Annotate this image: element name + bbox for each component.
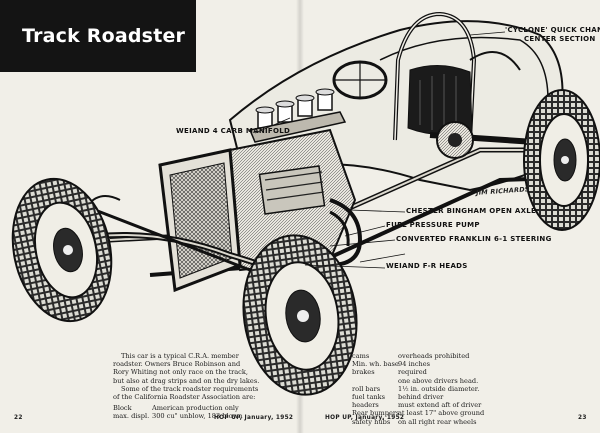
spec-label: brakes bbox=[352, 368, 375, 377]
callout-fuel-pump: FUEL PRESSURE PUMP bbox=[386, 221, 480, 229]
spec-label: headers bbox=[352, 401, 379, 410]
rear-right-wheel bbox=[523, 89, 600, 231]
specs-left-values: American production only 300 cu" unblow,… bbox=[152, 404, 242, 420]
callout-heads: WEIAND F-R HEADS bbox=[386, 262, 468, 270]
spec-value: overheads prohibited bbox=[398, 352, 470, 360]
intro-line: Some of the track roadster requirements bbox=[121, 384, 259, 393]
spec-label: Min. wh. base bbox=[352, 360, 399, 369]
intro-line: This car is a typical C.R.A. member bbox=[121, 352, 239, 360]
right-page-number: 23 bbox=[578, 415, 587, 421]
spec-label: roll bars bbox=[352, 384, 381, 393]
spec-label: Rear bumpers bbox=[352, 409, 400, 418]
callout-cyclone-line2: CENTER SECTION bbox=[524, 35, 596, 43]
spec-label: cams bbox=[352, 352, 370, 360]
spec-value: at least 17" above ground bbox=[398, 409, 485, 418]
intro-line: Rory Whiting not only race on the track, bbox=[113, 368, 248, 377]
spec-value: 300 cu" unblow, 183 blown bbox=[152, 412, 243, 421]
front-right-wheel bbox=[242, 234, 358, 396]
spec-value: required bbox=[398, 368, 427, 377]
specs-middle: cams Min. wh. base brakes roll bars fuel… bbox=[352, 352, 399, 426]
spec-value: 94 inches bbox=[398, 360, 431, 369]
callout-steering: CONVERTED FRANKLIN 6-1 STEERING bbox=[396, 235, 552, 243]
left-credit: HOP UP, January, 1952 bbox=[214, 415, 294, 421]
intro-line: roadster. Owners Bruce Robinson and bbox=[113, 360, 241, 369]
page-title: Track Roadster bbox=[22, 25, 186, 47]
spec-value: on all right rear wheels bbox=[398, 417, 477, 426]
callout-chester-axle: CHESTER BINGHAM OPEN AXLE bbox=[406, 207, 537, 215]
right-credit: HOP UP, January, 1952 bbox=[325, 415, 405, 421]
callout-cyclone-line1: 'CYCLONE' QUICK CHANGE bbox=[505, 26, 600, 34]
intro-line: of the California Roadster Association a… bbox=[113, 393, 256, 402]
carburetors bbox=[248, 88, 347, 143]
front-left-wheel bbox=[11, 177, 113, 323]
intro-line: but also at drag strips and on the dry l… bbox=[113, 376, 260, 385]
spec-value: American production only bbox=[152, 404, 239, 412]
specs-left-labels: Block max. displ. bbox=[113, 404, 149, 420]
spec-label: fuel tanks bbox=[352, 393, 386, 401]
spec-value: 1½ in. outside diameter. bbox=[398, 384, 480, 393]
spec-label: safety hubs bbox=[352, 417, 391, 426]
left-page-number: 22 bbox=[14, 415, 23, 421]
specs-right: overheads prohibited 94 inches required … bbox=[398, 352, 484, 426]
spec-value: behind driver bbox=[398, 393, 444, 402]
spec-value: must extend aft of driver bbox=[398, 401, 482, 410]
spec-label: max. displ. bbox=[113, 412, 150, 421]
title-block: Track Roadster bbox=[0, 0, 196, 72]
spec-value: one above drivers head. bbox=[398, 376, 479, 385]
spec-label: Block bbox=[113, 404, 132, 412]
callout-weiand-manifold: WEIAND 4 CARB MANIFOLD bbox=[176, 127, 291, 135]
intro-paragraph: This car is a typical C.R.A. member road… bbox=[113, 352, 338, 401]
